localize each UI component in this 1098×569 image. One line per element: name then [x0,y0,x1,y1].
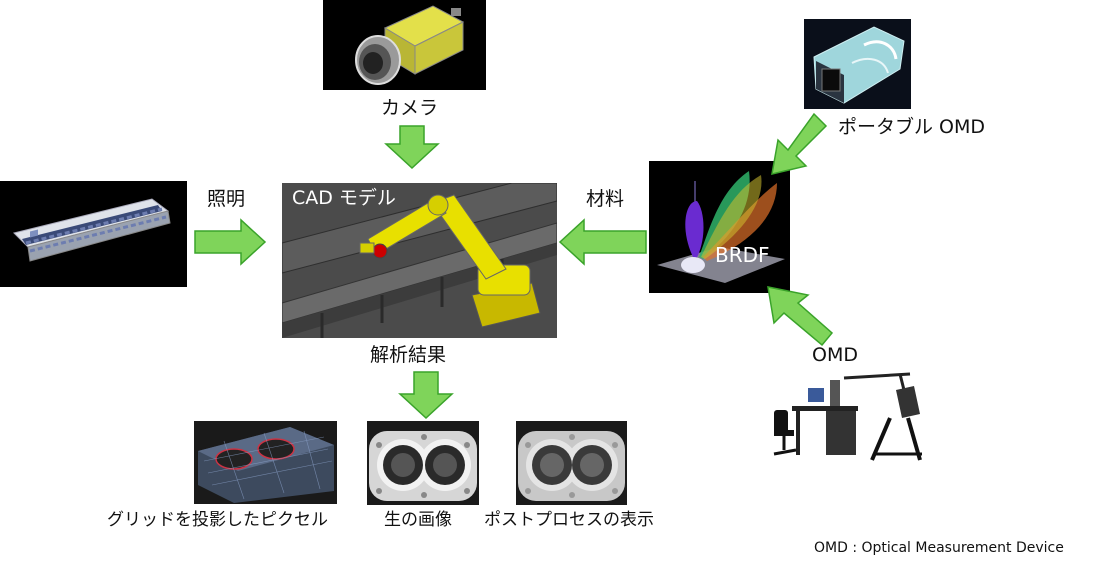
output-post-image [516,421,627,505]
cad-model-title: CAD モデル [292,187,396,209]
lighting-image [0,181,187,287]
output-grid-label: グリッドを投影したピクセル [107,510,328,530]
camera-label: カメラ [381,97,439,119]
output-grid-image [194,421,337,504]
brdf-image: BRDF [649,161,790,293]
robot-arm-icon [282,183,557,338]
arrow-material-to-cad [558,218,647,266]
output-raw-label: 生の画像 [384,510,452,530]
brdf-title: BRDF [715,243,770,267]
engine-block-grid-icon [194,421,337,504]
cylinder-raw-icon [367,421,479,505]
cad-model-image: CAD モデル [282,183,557,338]
portable-omd-icon [804,19,911,109]
arrow-lighting-to-cad [194,218,267,266]
output-raw-image [367,421,479,505]
results-label: 解析結果 [370,344,447,366]
brdf-lobe-icon [649,161,790,293]
arrow-portable-omd-to-brdf [768,112,828,176]
lighting-label: 照明 [207,188,246,210]
arrow-camera-to-cad [384,125,440,170]
camera-image [323,0,486,90]
output-post-label: ポストプロセスの表示 [484,510,654,530]
arrow-results-to-outputs [398,371,454,420]
arrow-omd-to-brdf [764,285,834,347]
camera-icon [323,0,486,90]
material-label: 材料 [586,188,625,210]
cylinder-post-icon [516,421,627,505]
omd-rig-image [770,370,926,462]
portable-omd-image [804,19,911,109]
light-fixture-icon [0,181,187,287]
omd-label: OMD [812,344,858,366]
omd-rig-icon [770,370,926,462]
portable-omd-label: ポータブル OMD [838,116,986,138]
footnote: OMD : Optical Measurement Device [814,540,1064,556]
